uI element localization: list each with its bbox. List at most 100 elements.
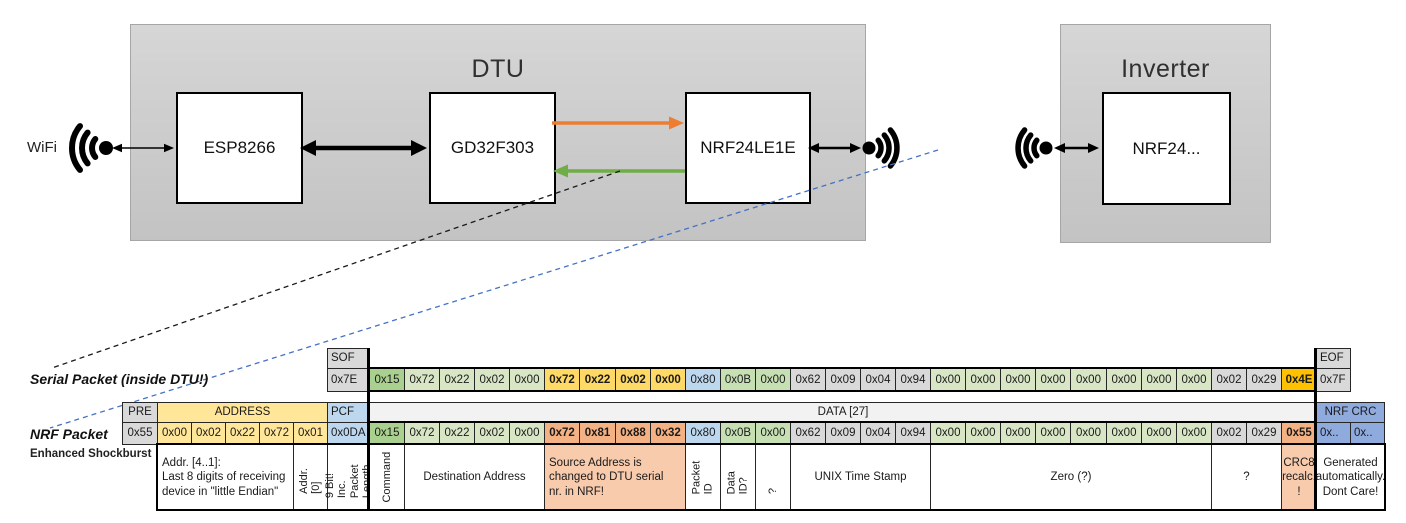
serial-byte-cell: 0x02 — [474, 368, 510, 392]
annotation-cell: Addr.[0] — [293, 444, 328, 511]
serial-byte-cell: 0x04 — [860, 368, 896, 392]
nrf-byte-cell: 0x81 — [579, 422, 616, 445]
serial-byte-cell: 0x22 — [439, 368, 475, 392]
serial-byte-cell: 0x00 — [1176, 368, 1212, 392]
chip-nrf24le1e: NRF24LE1E — [685, 92, 811, 204]
nrf-byte-cell: 0x00 — [1000, 422, 1036, 445]
annotation-cell: UNIX Time Stamp — [790, 444, 931, 511]
serial-byte-cell: 0x00 — [965, 368, 1001, 392]
address-byte-cell: 0x22 — [225, 422, 260, 445]
pre-byte-cell: 0x55 — [122, 422, 158, 445]
annotation-cell: ? — [1211, 444, 1282, 511]
data-header: DATA [27] — [369, 402, 1317, 423]
chip-gd32f303: GD32F303 — [429, 92, 556, 204]
nrf-byte-cell: 0x72 — [544, 422, 580, 445]
annotation-cell: Generated automatically. Dont Care! — [1316, 444, 1385, 511]
nrf-byte-cell: 0x00 — [965, 422, 1001, 445]
address-byte-cell: 0x01 — [293, 422, 328, 445]
serial-byte-cell: 0x15 — [369, 368, 405, 392]
nrf-byte-cell: 0x00 — [930, 422, 966, 445]
serial-byte-cell: 0x02 — [615, 368, 651, 392]
callout-line-nrf-packet — [49, 149, 939, 429]
serial-byte-cell: 0x00 — [1106, 368, 1142, 392]
wifi-icon-dtu-left — [69, 123, 113, 173]
nrf-byte-cell: 0x00 — [1070, 422, 1107, 445]
nrf-byte-cell: 0x09 — [825, 422, 861, 445]
serial-byte-cell: 0x72 — [544, 368, 580, 392]
nrf-byte-cell: 0x00 — [1035, 422, 1071, 445]
arrow-inverterwifi-nrf24 — [1054, 143, 1099, 153]
nrf-byte-cell: 0x02 — [1211, 422, 1247, 445]
nrf-byte-cell: 0x22 — [439, 422, 475, 445]
chip-inverter-nrf24: NRF24... — [1102, 92, 1231, 205]
nrf-byte-cell: 0x0B — [720, 422, 756, 445]
annotation-cell: Data ID? — [720, 444, 756, 511]
nrf-crc-header: NRF CRC — [1316, 402, 1385, 423]
annotation-cell: ? — [755, 444, 791, 511]
address-header: ADDRESS — [157, 402, 328, 423]
arrow-wifi-esp8266 — [112, 143, 174, 153]
eof-byte-cell: 0x7F — [1316, 368, 1351, 392]
arrow-nrf-to-gd32-green — [553, 164, 685, 178]
address-byte-cell: 0x02 — [191, 422, 226, 445]
serial-byte-cell: 0x09 — [825, 368, 861, 392]
arrow-esp8266-gd32f303 — [300, 140, 427, 156]
serial-byte-cell: 0x22 — [579, 368, 616, 392]
nrf-byte-cell: 0x00 — [1176, 422, 1212, 445]
enhanced-shockburst-label: Enhanced Shockburst — [30, 448, 152, 460]
serial-byte-cell: 0x72 — [404, 368, 440, 392]
nrf-byte-cell: 0x00 — [1141, 422, 1177, 445]
annotation-cell: Destination Address — [404, 444, 545, 511]
nrf-packet-label: NRF Packet — [30, 426, 108, 442]
serial-byte-cell: 0x00 — [509, 368, 545, 392]
address-byte-cell: 0x00 — [157, 422, 192, 445]
sof-header: SOF — [327, 348, 370, 369]
nrf-byte-cell: 0x80 — [685, 422, 721, 445]
serial-byte-cell: 0x00 — [650, 368, 686, 392]
annotation-cell: Packet ID — [685, 444, 721, 511]
nrf-byte-cell: 0x15 — [369, 422, 405, 445]
nrf-byte-cell: 0x29 — [1246, 422, 1282, 445]
nrf-byte-cell: 0x55 — [1281, 422, 1317, 445]
serial-byte-cell: 0x4E — [1281, 368, 1317, 392]
serial-byte-cell: 0x94 — [895, 368, 931, 392]
arrow-nrf-wifi — [808, 143, 861, 153]
callout-line-serial-packet — [51, 170, 621, 369]
nrf-crc-byte-cell: 0x.. — [1316, 422, 1351, 445]
annotation-cell: 9 Bit! Inc. Packet Length — [324, 444, 373, 511]
pre-header: PRE — [122, 402, 158, 423]
wifi-icon-dtu-right — [862, 127, 900, 169]
serial-byte-cell: 0x02 — [1211, 368, 1247, 392]
annotation-cell: Command — [369, 444, 405, 511]
serial-byte-cell: 0x0B — [720, 368, 756, 392]
serial-byte-cell: 0x00 — [755, 368, 791, 392]
nrf-byte-cell: 0x00 — [509, 422, 545, 445]
serial-byte-cell: 0x00 — [1070, 368, 1107, 392]
address-byte-cell: 0x72 — [259, 422, 294, 445]
nrf-byte-cell: 0x88 — [615, 422, 651, 445]
nrf-byte-cell: 0x04 — [860, 422, 896, 445]
annotation-cell: Source Address is changed to DTU serial … — [544, 444, 686, 511]
annotation-cell: CRC8 recalc. ! — [1281, 444, 1317, 511]
chip-esp8266: ESP8266 — [176, 92, 303, 204]
serial-byte-cell: 0x62 — [790, 368, 826, 392]
nrf-byte-cell: 0x00 — [755, 422, 791, 445]
wifi-icon-inverter — [1015, 127, 1053, 169]
inverter-title: Inverter — [1121, 55, 1210, 83]
annotation-cell: Addr. [4..1]: Last 8 digits of receiving… — [157, 444, 294, 511]
nrf-byte-cell: 0x62 — [790, 422, 826, 445]
serial-byte-cell: 0x00 — [930, 368, 966, 392]
wifi-label: WiFi — [27, 139, 57, 156]
nrf-byte-cell: 0x32 — [650, 422, 686, 445]
pcf-byte-cell: 0x0DA — [327, 422, 370, 445]
eof-header: EOF — [1316, 348, 1351, 369]
serial-byte-cell: 0x29 — [1246, 368, 1282, 392]
serial-byte-cell: 0x00 — [1000, 368, 1036, 392]
dtu-title: DTU — [471, 55, 525, 83]
nrf-byte-cell: 0x94 — [895, 422, 931, 445]
nrf-byte-cell: 0x02 — [474, 422, 510, 445]
nrf-byte-cell: 0x72 — [404, 422, 440, 445]
serial-byte-cell: 0x00 — [1141, 368, 1177, 392]
